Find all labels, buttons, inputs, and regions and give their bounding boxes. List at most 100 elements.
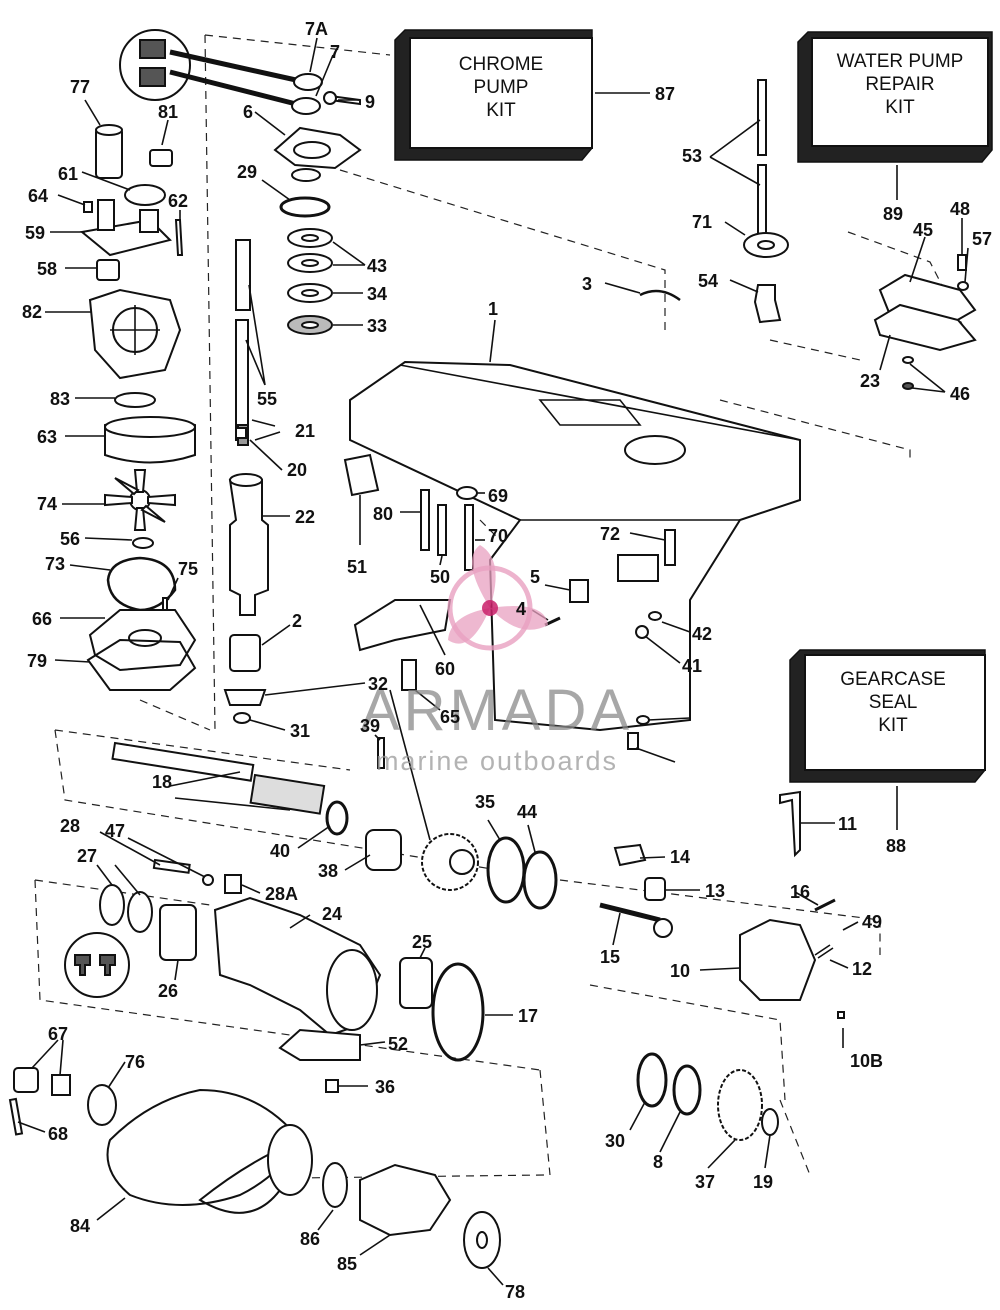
kit-box-water-pump-repair: WATER PUMP REPAIR KIT <box>797 31 993 200</box>
part-label: 43 <box>367 256 387 276</box>
part-label: 85 <box>337 1254 357 1274</box>
part-label: 79 <box>27 651 47 671</box>
part-label: 1 <box>488 299 498 319</box>
kit-line: KIT <box>885 97 915 118</box>
part-label: 7 <box>330 42 340 62</box>
kit-line: WATER PUMP <box>837 51 964 72</box>
part-label: 21 <box>295 421 315 441</box>
kit-line: REPAIR <box>865 74 934 95</box>
part-label: 20 <box>287 460 307 480</box>
part-label: 82 <box>22 302 42 322</box>
part-label: 8 <box>653 1152 663 1172</box>
part-label: 35 <box>475 792 495 812</box>
part-label: 46 <box>950 384 970 404</box>
kit-box-gearcase-seal: GEARCASE SEAL KIT <box>789 649 986 830</box>
part-label: 36 <box>375 1077 395 1097</box>
part-label: 2 <box>292 611 302 631</box>
part-label: 29 <box>237 162 257 182</box>
part-label: 48 <box>950 199 970 219</box>
part-label: 84 <box>70 1216 90 1236</box>
part-label: 59 <box>25 223 45 243</box>
part-label: 49 <box>862 912 882 932</box>
part-label: 77 <box>70 77 90 97</box>
part-label: 83 <box>50 389 70 409</box>
part-label: 25 <box>412 932 432 952</box>
part-label: 15 <box>600 947 620 967</box>
part-label: 27 <box>77 846 97 866</box>
kit-refs: 87 89 88 <box>655 84 906 856</box>
watermark-subtitle: marine outboards <box>376 746 618 776</box>
kit-line: KIT <box>878 715 908 736</box>
part-label: 54 <box>698 271 718 291</box>
kit-ref-water-pump: 89 <box>883 204 903 224</box>
part-label: 70 <box>488 526 508 546</box>
leader-lines <box>17 37 969 1286</box>
part-label: 45 <box>913 220 933 240</box>
part-label: 53 <box>682 146 702 166</box>
kit-line: SEAL <box>869 692 918 713</box>
part-label: 41 <box>682 656 702 676</box>
part-label: 72 <box>600 524 620 544</box>
part-label: 69 <box>488 486 508 506</box>
part-label: 51 <box>347 557 367 577</box>
part-label: 30 <box>605 1131 625 1151</box>
part-label: 28A <box>265 884 298 904</box>
part-label: 16 <box>790 882 810 902</box>
part-label: 86 <box>300 1229 320 1249</box>
kit-line: PUMP <box>474 77 529 98</box>
kit-ref-gearcase-seal: 88 <box>886 836 906 856</box>
part-label: 78 <box>505 1282 525 1302</box>
part-label: 22 <box>295 507 315 527</box>
kit-ref-chrome-pump: 87 <box>655 84 675 104</box>
part-label: 76 <box>125 1052 145 1072</box>
part-label: 74 <box>37 494 57 514</box>
part-label: 66 <box>32 609 52 629</box>
part-label: 32 <box>368 674 388 694</box>
part-label: 62 <box>168 191 188 211</box>
part-label: 28 <box>60 816 80 836</box>
part-label: 33 <box>367 316 387 336</box>
part-label: 13 <box>705 881 725 901</box>
part-label: 81 <box>158 102 178 122</box>
part-label: 12 <box>852 959 872 979</box>
part-label: 5 <box>530 567 540 587</box>
part-label: 80 <box>373 504 393 524</box>
part-label: 71 <box>692 212 712 232</box>
dashed-group-outlines <box>34 34 966 1181</box>
watermark-title: ARMADA <box>361 678 633 743</box>
part-label: 14 <box>670 847 690 867</box>
part-label: 7A <box>305 19 328 39</box>
part-label: 55 <box>257 389 277 409</box>
part-label: 56 <box>60 529 80 549</box>
part-labels: 7A 7 9 6 77 81 61 64 62 59 58 82 83 63 7… <box>22 19 992 1302</box>
part-label: 31 <box>290 721 310 741</box>
part-label: 11 <box>838 814 857 834</box>
part-label: 63 <box>37 427 57 447</box>
part-label: 23 <box>860 371 880 391</box>
part-label: 60 <box>435 659 455 679</box>
part-label: 68 <box>48 1124 68 1144</box>
part-label: 18 <box>152 772 172 792</box>
part-drawings <box>8 29 977 1269</box>
part-label: 24 <box>322 904 342 924</box>
part-label: 64 <box>28 186 48 206</box>
part-label: 65 <box>440 707 460 727</box>
part-label: 37 <box>695 1172 715 1192</box>
part-label: 6 <box>243 102 253 122</box>
part-label: 10 <box>670 961 690 981</box>
part-label: 57 <box>972 229 992 249</box>
watermark: ARMADA marine outboards <box>361 545 633 776</box>
part-label: 50 <box>430 567 450 587</box>
part-label: 67 <box>48 1024 68 1044</box>
part-label: 19 <box>753 1172 773 1192</box>
part-label: 52 <box>388 1034 408 1054</box>
part-label: 73 <box>45 554 65 574</box>
kit-line: GEARCASE <box>840 669 946 690</box>
kit-line: KIT <box>486 100 516 121</box>
part-label: 42 <box>692 624 712 644</box>
kit-line: CHROME <box>459 54 543 75</box>
part-label: 3 <box>582 274 592 294</box>
part-label: 4 <box>516 599 526 619</box>
part-label: 47 <box>105 821 125 841</box>
